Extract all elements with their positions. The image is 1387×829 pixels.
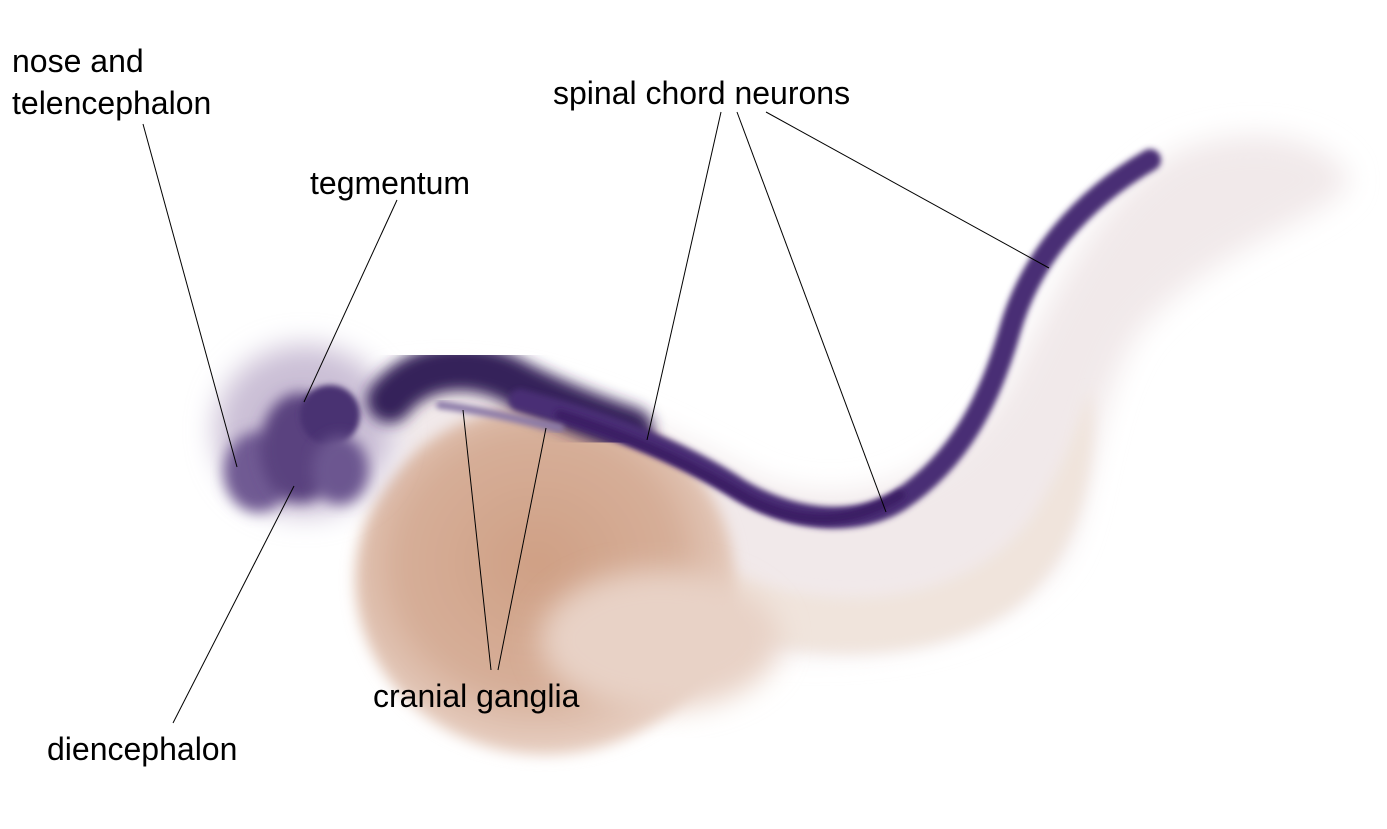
label-nose-line2: telencephalon bbox=[12, 85, 212, 121]
midbrain-stain bbox=[312, 436, 368, 504]
leader-cranial-line-1 bbox=[462, 409, 492, 671]
label-diencephalon: diencephalon bbox=[47, 731, 238, 767]
label-tegmentum: tegmentum bbox=[310, 165, 471, 201]
leader-cranial-line-2 bbox=[497, 427, 547, 671]
cranial-ganglia-stain bbox=[436, 401, 564, 432]
leader-lines bbox=[142, 111, 1050, 724]
label-cranial-ganglia: cranial ganglia bbox=[373, 678, 580, 714]
yolk-extension bbox=[540, 570, 780, 710]
tegmentum-stain bbox=[300, 385, 360, 445]
leader-nose-line bbox=[142, 123, 238, 468]
leader-diencephalon-line bbox=[172, 485, 295, 724]
label-nose-line1: nose and bbox=[12, 43, 144, 79]
leader-spinal-line-1 bbox=[646, 111, 722, 441]
spinal-cord-core bbox=[555, 410, 905, 524]
leader-spinal-line-3 bbox=[765, 111, 1050, 269]
leader-spinal-line-2 bbox=[736, 111, 887, 513]
label-spinal-chord-neurons: spinal chord neurons bbox=[553, 75, 851, 111]
tail-underside bbox=[690, 390, 1093, 653]
label-nose-telencephalon: nose and telencephalon bbox=[12, 40, 211, 124]
leader-tegmentum-line bbox=[303, 199, 398, 403]
